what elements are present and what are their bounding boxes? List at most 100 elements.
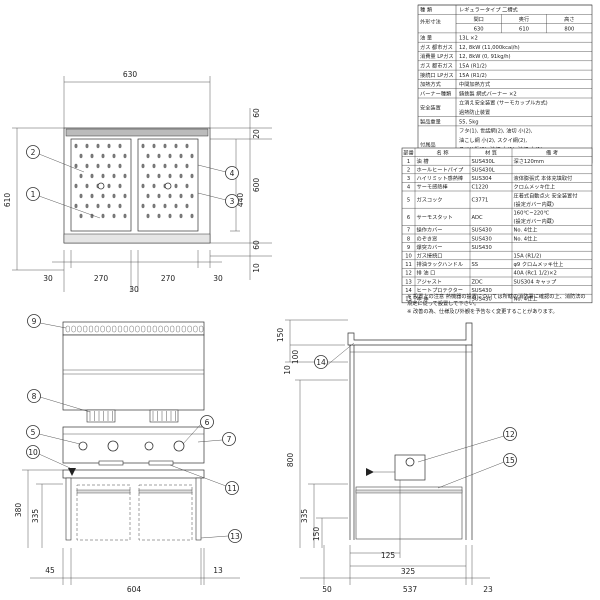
heat-pipe-hole (74, 163, 78, 169)
louver-slot (83, 325, 88, 333)
svg-text:2: 2 (31, 148, 36, 157)
top-width-dim: 630 (123, 70, 138, 79)
parts-cell: 本 体 (417, 295, 430, 303)
heat-pipe-hole (179, 213, 183, 219)
front-dim-380: 380 (14, 503, 23, 518)
callout-13 (228, 529, 242, 543)
callout-10 (26, 445, 40, 459)
louver-slot (117, 325, 122, 333)
heat-pipe-hole (141, 183, 145, 189)
parts-cell: 2 (407, 168, 410, 174)
spec-label: 加熱方式 (420, 80, 442, 88)
spec-value: 55, 5kg (459, 119, 479, 125)
parts-cell: 10 (405, 254, 412, 260)
parts-cell: 15 (405, 297, 412, 303)
heat-pipe-holes-left (74, 143, 127, 219)
parts-cell: ZDC (472, 279, 484, 285)
heat-pipe-hole (190, 153, 194, 159)
side-view: 150 100 10 800 335 150 125 325 50 537 23… (276, 319, 517, 594)
callout-15 (503, 453, 517, 467)
parts-cell: 13 (405, 279, 412, 285)
drain-handle-left (98, 460, 124, 466)
spec-label: 外形寸法 (420, 18, 441, 26)
side-dim-100: 100 (291, 350, 300, 365)
louver-slot (181, 325, 186, 333)
spec-value: フタ(1), 世話網(2), 油切 小(2), (459, 127, 533, 135)
svg-text:5: 5 (31, 428, 36, 437)
side-dim-125: 125 (381, 551, 396, 560)
heat-pipe-hole (85, 183, 89, 189)
side-dim-23: 23 (483, 585, 493, 594)
top-dim-10: 10 (252, 263, 261, 273)
spec-value: 過熱防止装置 (459, 108, 490, 116)
parts-header: 部番 (403, 148, 414, 156)
heat-pipe-hole (90, 173, 94, 179)
side-callouts: 14 12 15 (314, 342, 517, 489)
heat-pipe-hole (157, 173, 161, 179)
spec-label: ガス 都市ガス (420, 43, 453, 51)
gas-cock-right (144, 441, 154, 451)
top-dim-30a: 30 (43, 274, 53, 283)
top-dim-600: 600 (252, 178, 261, 193)
parts-header: 備 考 (546, 148, 558, 156)
heat-pipe-hole (185, 203, 189, 209)
window-left (86, 409, 116, 423)
heat-pipe-hole (101, 173, 105, 179)
callout-14 (314, 355, 328, 369)
heat-pipe-hole (112, 173, 116, 179)
svg-text:14: 14 (316, 358, 326, 367)
parts-cell: ハイリミット感熱棒 (417, 174, 464, 182)
parts-cell: 12 (405, 271, 412, 277)
spec-value: 中間加熱方式 (459, 80, 491, 88)
louver-slot (123, 325, 128, 333)
spec-label: 付属品 (420, 141, 436, 149)
heat-pipe-hole (107, 203, 111, 209)
louver-slot (158, 325, 163, 333)
svg-text:7: 7 (227, 435, 232, 444)
heat-pipe-hole (179, 193, 183, 199)
svg-text:15: 15 (505, 456, 515, 465)
heat-pipe-hole (179, 173, 183, 179)
parts-cell: (設定ガバー内蔵) (514, 200, 554, 208)
parts-cell: φ9 クロムメッキ仕上 (514, 260, 564, 268)
parts-cell: ヒートプロテクター (417, 286, 463, 294)
heat-pipe-hole (185, 143, 189, 149)
spec-sub: 間口 (473, 16, 483, 23)
heat-pipe-hole (118, 183, 122, 189)
spec-sub: 610 (519, 26, 529, 32)
parts-cell: No. 4仕上 (514, 226, 538, 234)
svg-text:9: 9 (32, 317, 37, 326)
spec-value: 15A (R1/2) (459, 63, 487, 69)
note-line-3: ※ 改善の為、仕様及び外観を予告なく変更することがあります。 (407, 307, 558, 315)
parts-cell: SUS430 (472, 288, 492, 294)
parts-cell: ガスコック (417, 196, 443, 204)
top-bottom-dims: 30 270 30 270 30 (43, 250, 223, 294)
louver-slot (199, 325, 204, 333)
heat-pipe-hole (174, 203, 178, 209)
svg-text:10: 10 (28, 448, 38, 457)
spec-value: 立消え安全装置 (サーモカップル方式) (459, 99, 548, 107)
top-dim-270a: 270 (94, 274, 109, 283)
heat-pipe-hole (118, 203, 122, 209)
thermostat-left (107, 440, 119, 452)
heat-pipe-hole (101, 213, 105, 219)
spec-label: 種 類 (420, 6, 433, 14)
top-dim-60b: 60 (252, 240, 261, 250)
leg-left (65, 477, 72, 541)
heat-pipe-hole (185, 183, 189, 189)
front-dim-13: 13 (213, 566, 223, 575)
parts-cell: 油 槽 (417, 157, 429, 165)
heat-pipe-hole (107, 163, 111, 169)
parts-cell: SUS430 (472, 245, 492, 251)
parts-cell: 3 (407, 176, 410, 182)
callout-8 (27, 389, 41, 403)
louver-slot (146, 325, 151, 333)
louver-slot (94, 325, 99, 333)
heat-pipe-hole (112, 153, 116, 159)
louver-slot (193, 325, 198, 333)
parts-cell: 液体膨張式 本体充填取付 (514, 174, 573, 182)
heat-pipe-hole (79, 213, 83, 219)
note-line-1: ※ 設置上の注意 熱機器の設置については所轄の消防署に確認の上、消防法の (407, 292, 586, 300)
louver-slot (135, 325, 140, 333)
spec-sub: 高さ (564, 15, 574, 23)
